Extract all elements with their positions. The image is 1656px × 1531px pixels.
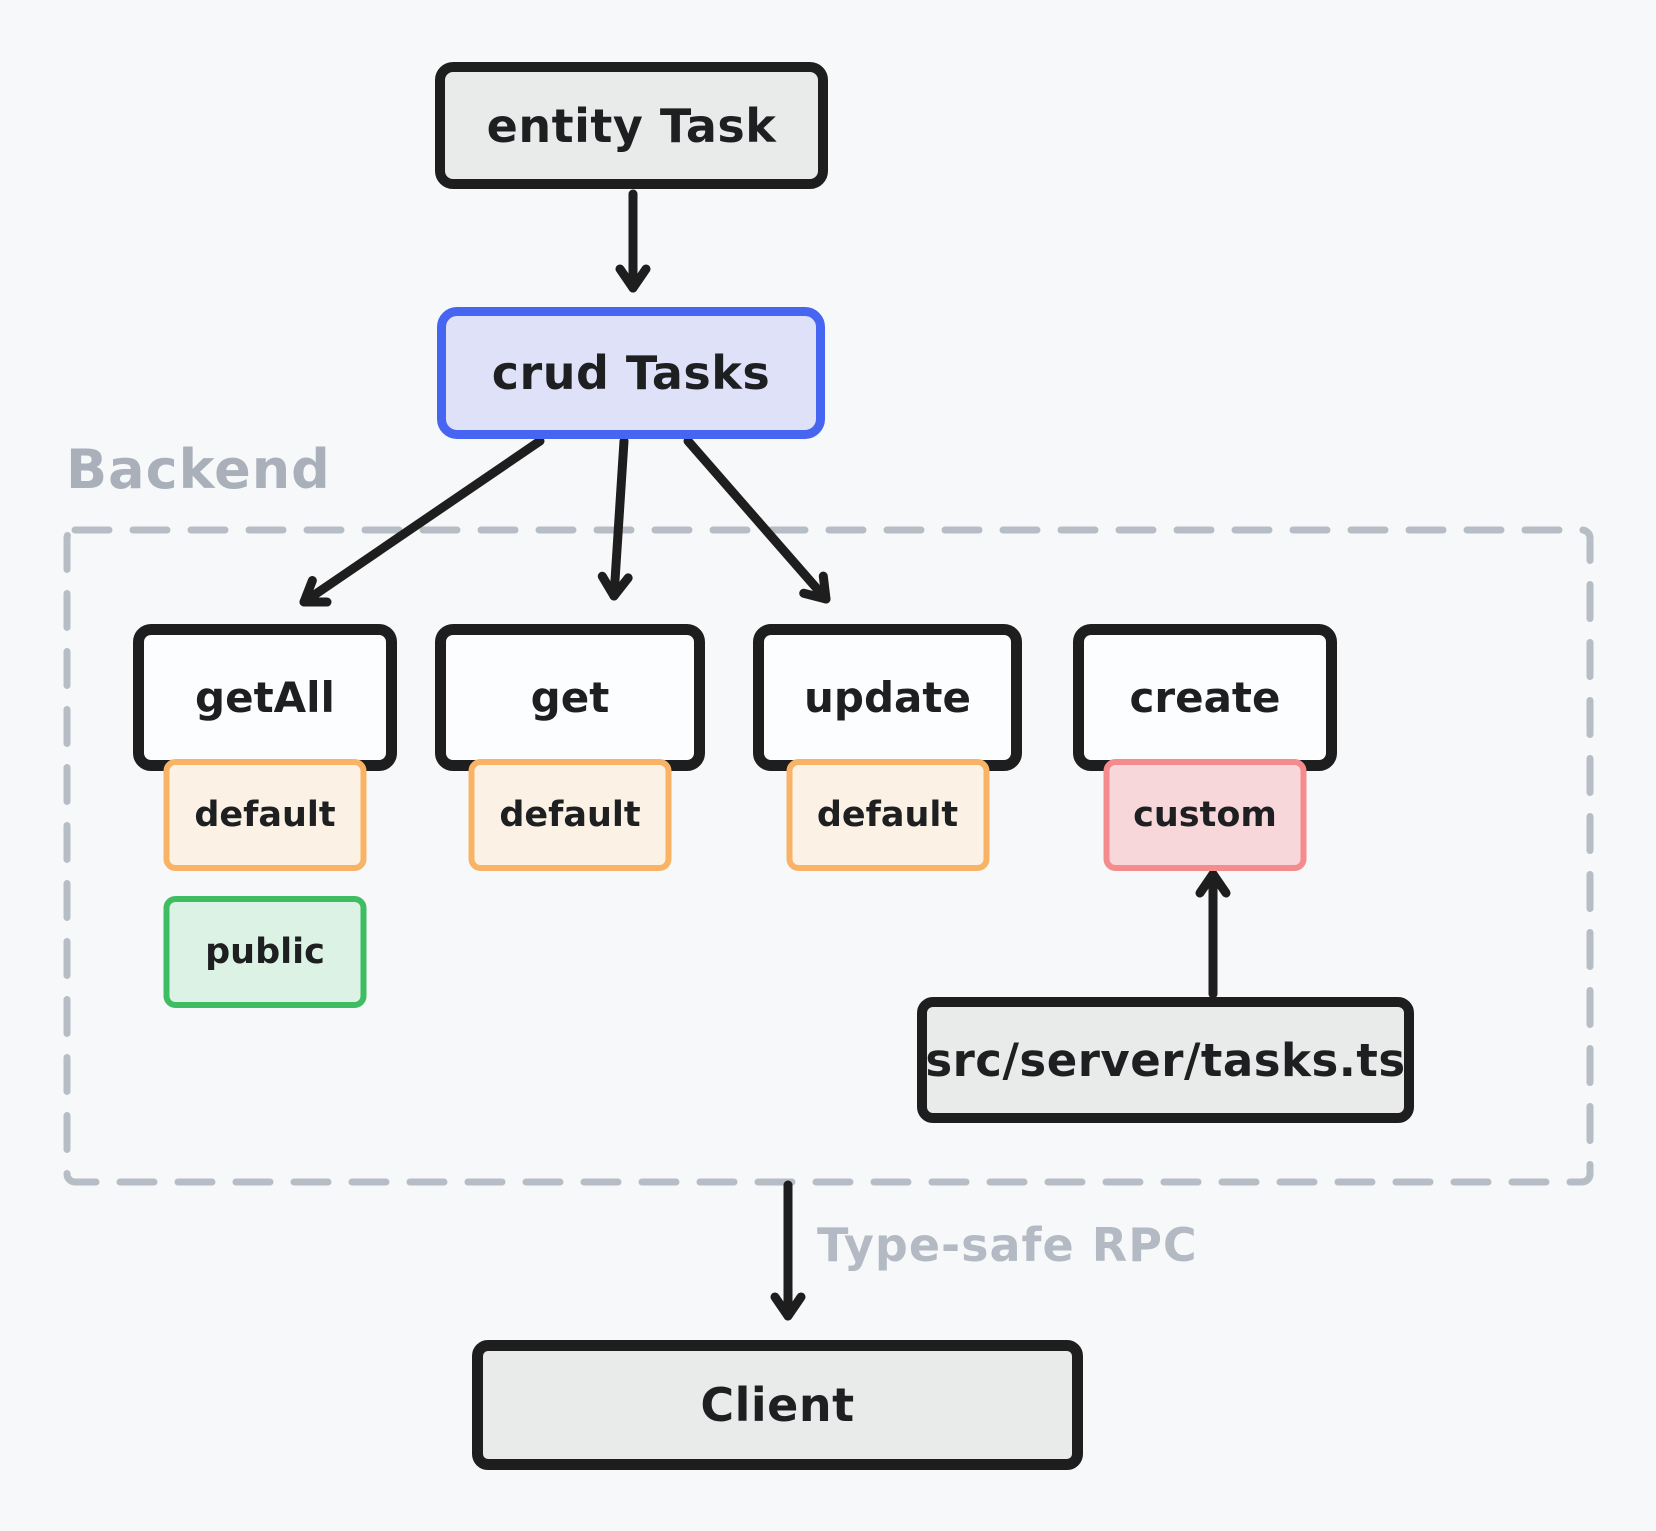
badge-get-default: default	[468, 759, 672, 871]
node-server-file: src/server/tasks.ts	[917, 997, 1414, 1123]
badge-update-default-label: default	[816, 795, 959, 835]
rpc-caption: Type-safe RPC	[817, 1218, 1198, 1272]
arrow-crud-to-getall	[299, 436, 545, 607]
badge-get-default-label: default	[499, 795, 641, 835]
badge-getall-public: public	[163, 896, 367, 1008]
node-entity-task-label: entity Task	[486, 98, 777, 153]
badge-getall-default-label: default	[194, 795, 336, 835]
badge-getall-public-label: public	[205, 932, 325, 972]
node-method-get-label: get	[530, 673, 610, 722]
node-method-getall-label: getAll	[195, 673, 335, 722]
node-method-create: create custom	[1073, 624, 1337, 871]
node-method-update-label: update	[804, 673, 971, 722]
node-crud-tasks-label: crud Tasks	[491, 346, 771, 400]
node-client-label: Client	[700, 1378, 855, 1432]
node-client: Client	[472, 1340, 1083, 1470]
badge-update-default: default	[786, 759, 989, 871]
node-entity-task: entity Task	[435, 62, 828, 189]
badge-create-custom: custom	[1103, 759, 1307, 871]
arrow-crud-to-get	[597, 436, 633, 601]
node-method-create-label: create	[1129, 673, 1281, 722]
node-method-getall: getAll default public	[133, 624, 397, 1008]
badge-getall-default: default	[163, 759, 367, 871]
arrow-crud-to-update	[683, 436, 831, 604]
badge-create-custom-label: custom	[1133, 795, 1277, 835]
node-server-file-label: src/server/tasks.ts	[925, 1033, 1406, 1087]
node-method-update: update default	[753, 624, 1022, 871]
node-method-get: get default	[435, 624, 705, 871]
backend-region-label: Backend	[66, 438, 331, 501]
node-crud-tasks: crud Tasks	[437, 307, 825, 439]
